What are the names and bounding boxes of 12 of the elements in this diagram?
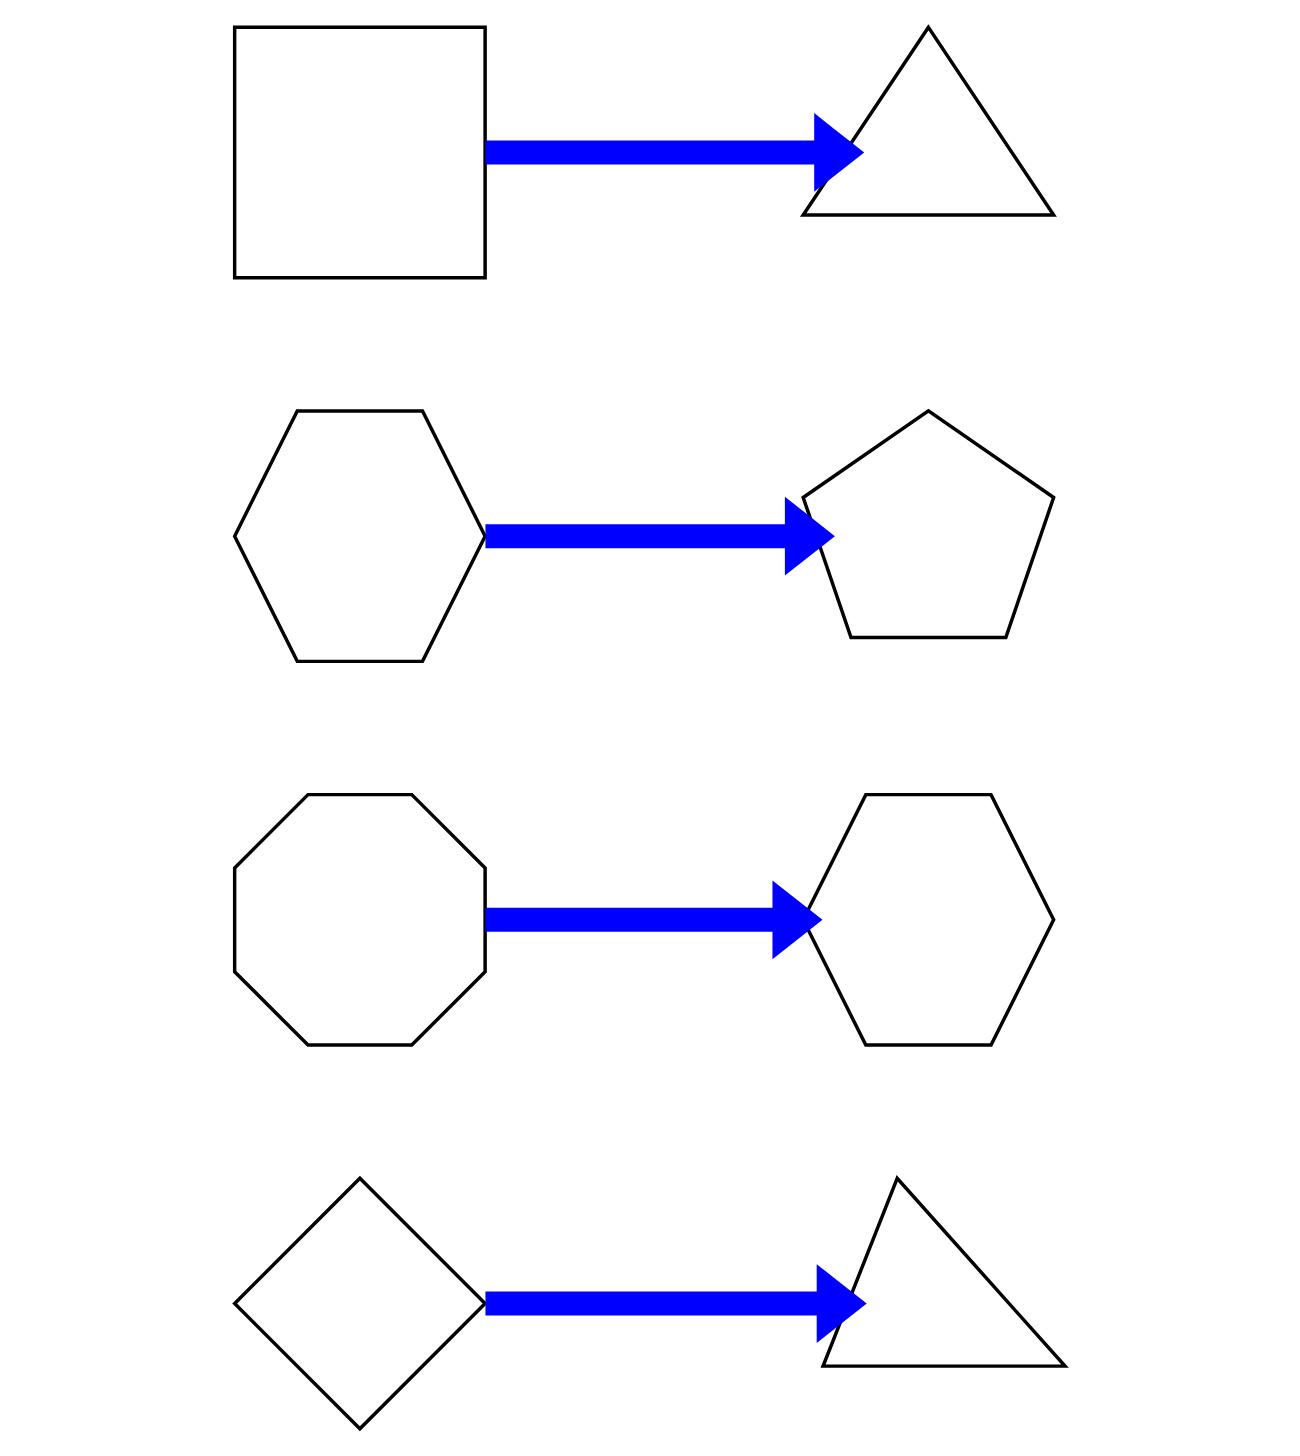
- arrow: [485, 113, 865, 192]
- node-pentagon: [801, 408, 1056, 640]
- node-octagon: [232, 792, 487, 1047]
- node-diamond: [232, 1175, 488, 1432]
- arrow: [485, 496, 835, 576]
- node-box: [232, 25, 487, 280]
- node-triangle: [820, 1175, 1069, 1368]
- arrow: [485, 1264, 867, 1343]
- node-triangle: [799, 24, 1057, 217]
- arrow: [485, 880, 823, 960]
- node-hexagon: [232, 409, 488, 664]
- node-hexagon: [801, 792, 1056, 1047]
